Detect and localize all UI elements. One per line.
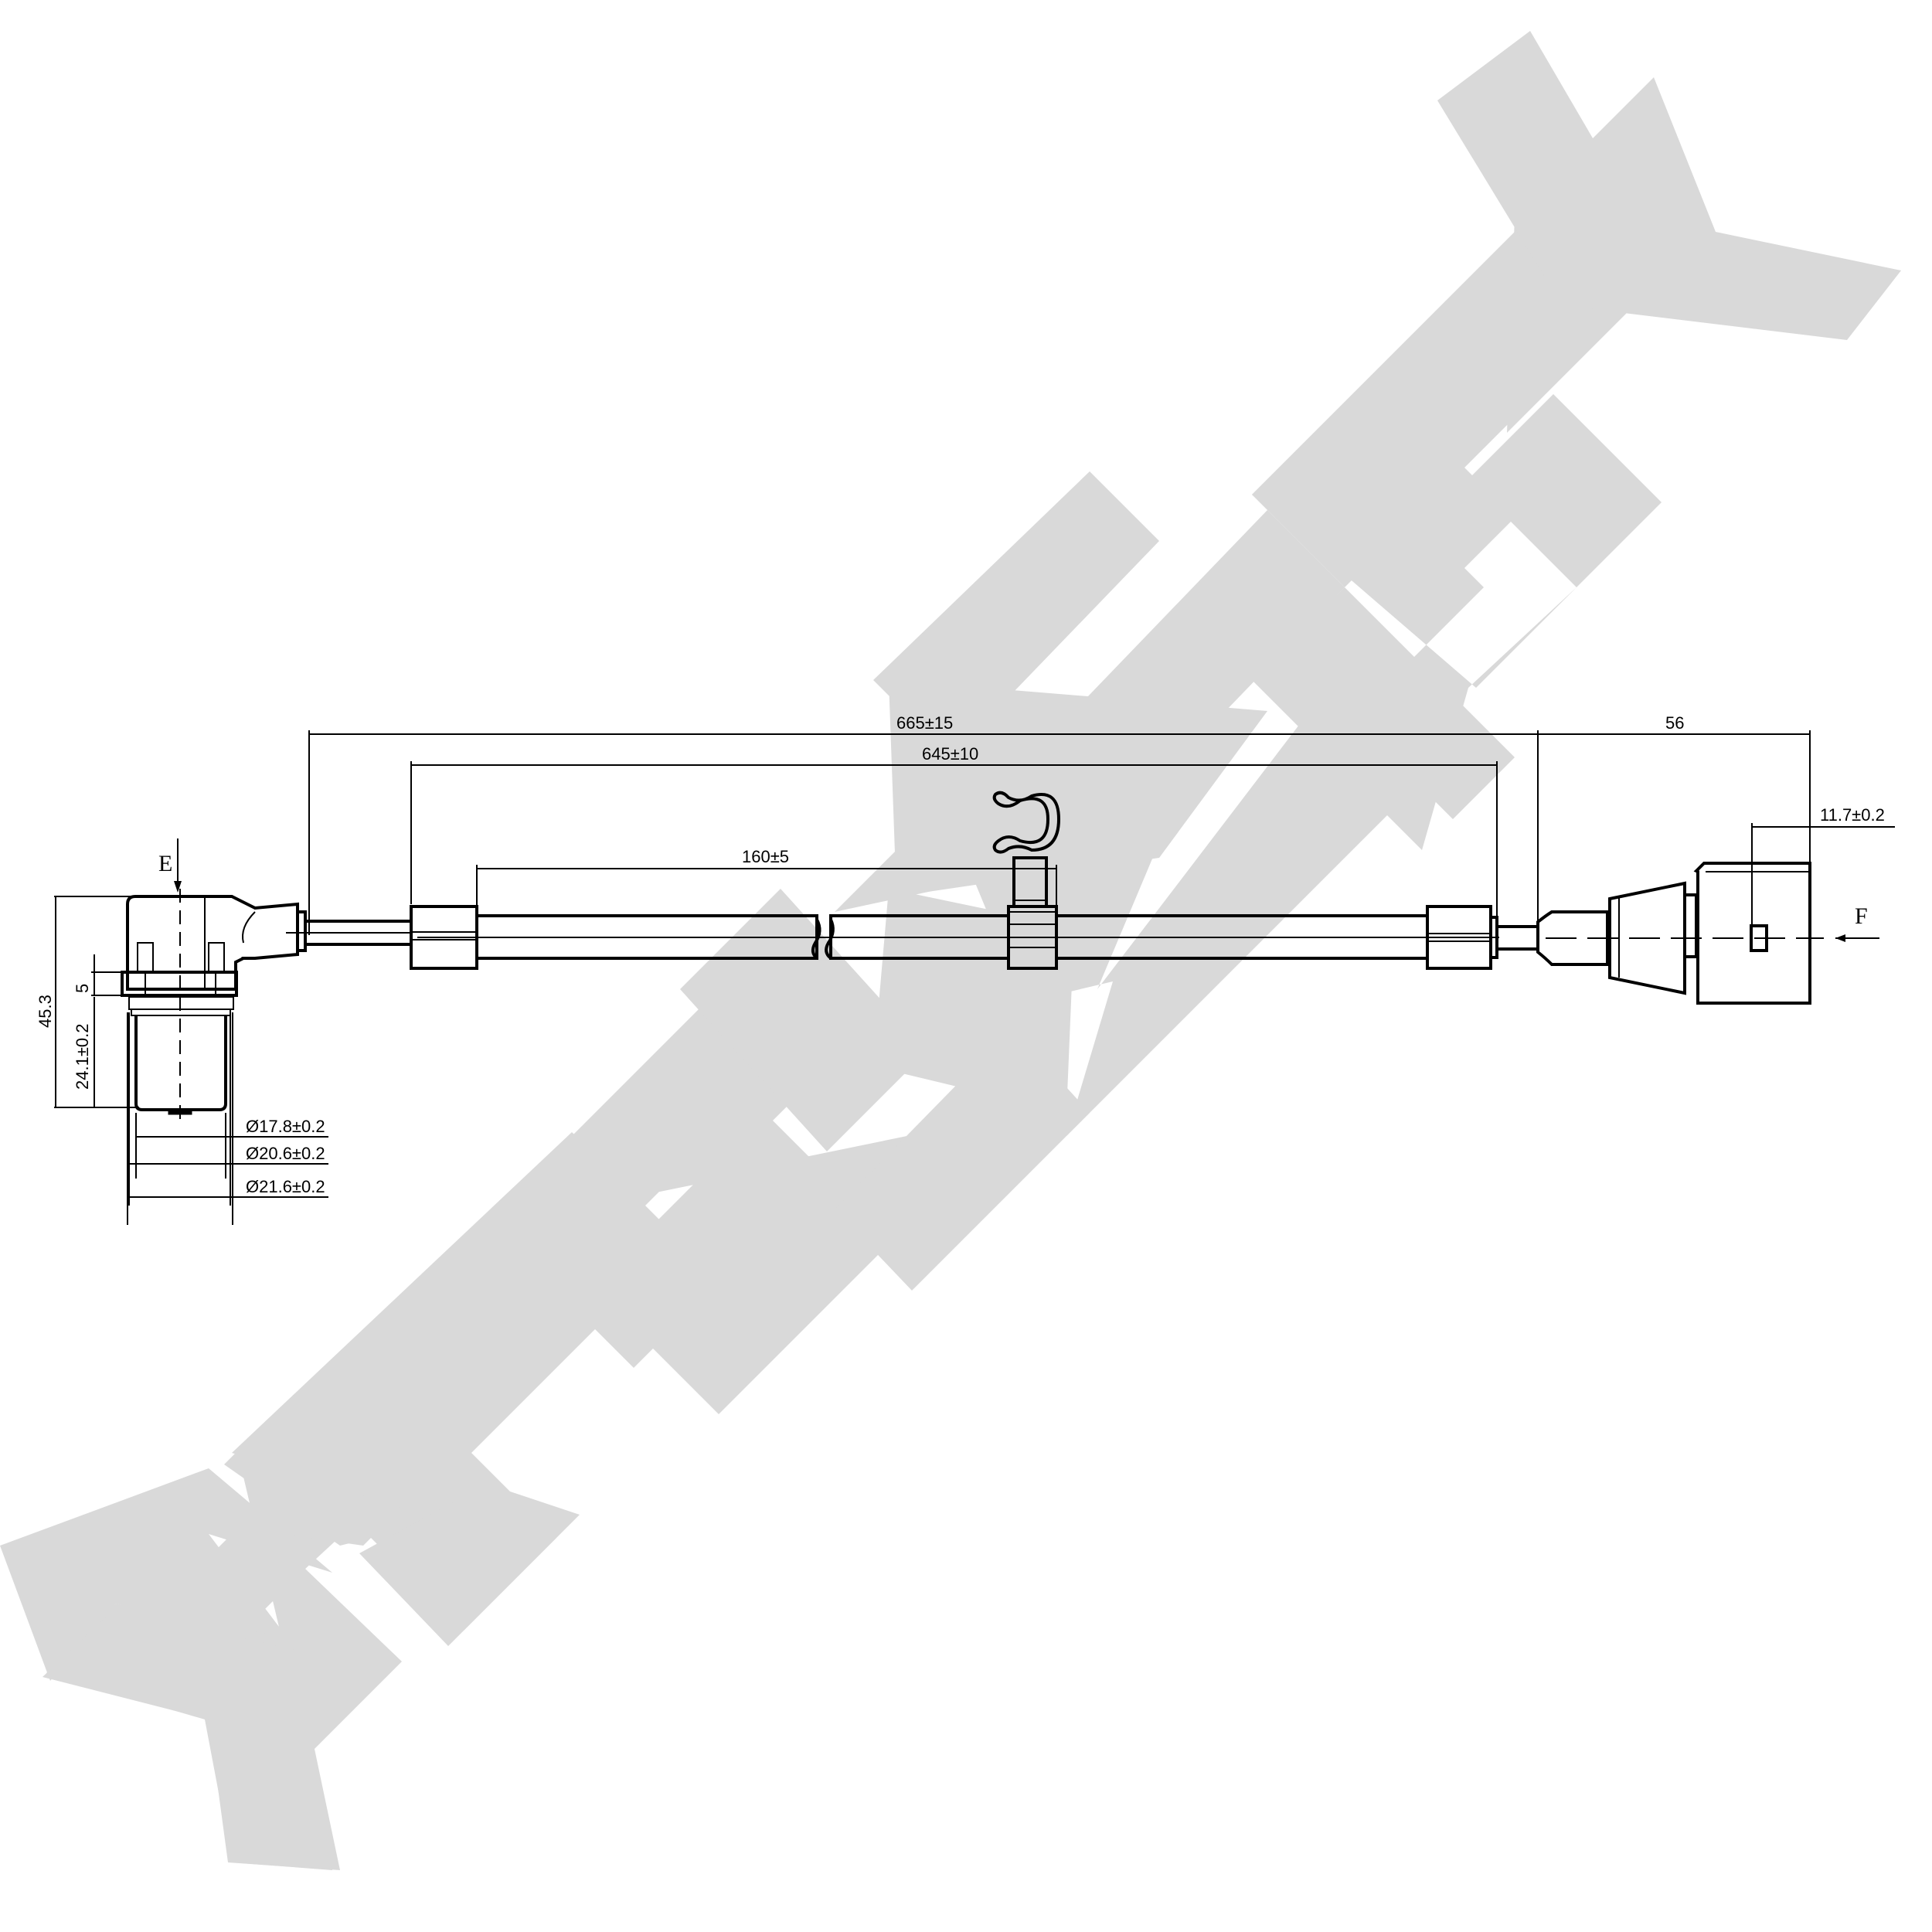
dim-connector-offset: 11.7±0.2 [1820,805,1885,825]
dim-clip-position: 160±5 [742,847,789,866]
view-label-f: F [1855,903,1868,929]
dim-flange-thickness: 5 [73,984,92,993]
corrugated-sleeve [410,791,1499,970]
dim-sleeve-length: 645±10 [922,744,978,764]
dim-diameter-tip: Ø17.8±0.2 [246,1117,325,1136]
dim-diameter-oring: Ø20.6±0.2 [246,1144,325,1163]
sensor-body [121,889,410,1121]
dim-overall-length: 665±15 [896,713,953,733]
dim-body-length: 24.1±0.2 [73,1024,92,1090]
watermark-bands [43,31,1901,1870]
view-label-e: E [158,851,172,876]
dim-diameter-body: Ø21.6±0.2 [246,1177,325,1196]
dim-connector-length: 56 [1665,713,1684,733]
dimensions: 665±15 645±10 160±5 56 11.7±0.2 45.3 5 2… [36,713,1895,1225]
dim-sensor-height: 45.3 [36,995,55,1028]
connector [1497,862,1824,1005]
view-arrow-f: F [1835,903,1879,942]
view-arrow-e: E [158,838,182,893]
